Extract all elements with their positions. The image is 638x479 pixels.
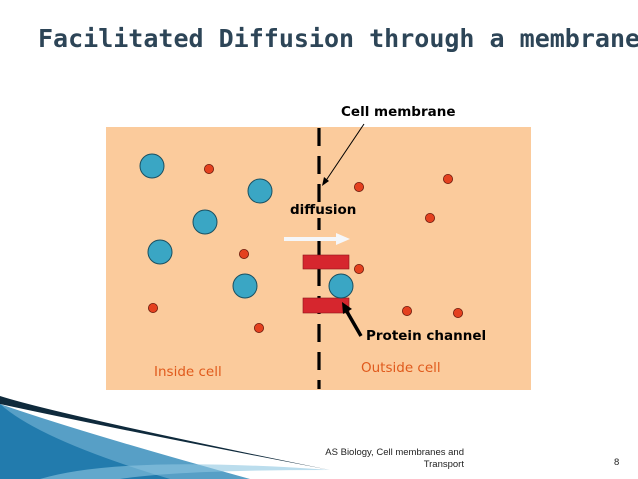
small-molecule xyxy=(353,263,364,274)
protein-channel-lower xyxy=(302,297,350,314)
large-molecule xyxy=(192,209,218,235)
diffusion-arrow-head xyxy=(336,233,350,245)
decorative-swoosh xyxy=(0,396,330,479)
protein-channel-label: Protein channel xyxy=(366,328,487,344)
small-molecule xyxy=(147,302,158,313)
page-number: 8 xyxy=(614,457,620,468)
protein-channel-pointer-line xyxy=(344,309,363,337)
small-molecule xyxy=(203,163,214,174)
protein-channel-pointer-arrowhead xyxy=(342,302,352,314)
large-molecule xyxy=(139,153,165,179)
small-molecule xyxy=(452,307,463,318)
small-molecule xyxy=(353,181,364,192)
small-molecule xyxy=(442,173,453,184)
small-molecule xyxy=(253,322,264,333)
slide-footer: AS Biology, Cell membranes and Transport xyxy=(290,447,464,471)
large-molecule xyxy=(247,178,273,204)
outside-cell-label: Outside cell xyxy=(361,360,441,376)
small-molecule xyxy=(238,248,249,259)
protein-channel-upper xyxy=(302,254,350,270)
large-molecule xyxy=(147,239,173,265)
slide-title-area: Facilitated Diffusion through a membrane xyxy=(0,0,638,80)
large-molecule xyxy=(232,273,258,299)
diffusion-label: diffusion xyxy=(289,202,358,218)
cell-membrane-label: Cell membrane xyxy=(341,104,456,120)
footer-line-2: Transport xyxy=(423,459,464,470)
slide-title: Facilitated Diffusion through a membrane xyxy=(38,24,638,53)
large-molecules xyxy=(139,153,354,299)
inside-cell-label: Inside cell xyxy=(154,364,222,380)
small-molecule xyxy=(424,212,435,223)
membrane-pointer-arrowhead xyxy=(322,177,329,186)
footer-line-1: AS Biology, Cell membranes and xyxy=(325,447,464,458)
membrane-pointer-line xyxy=(324,123,365,183)
large-molecule-in-channel xyxy=(328,273,354,299)
small-molecule xyxy=(401,305,412,316)
small-molecules xyxy=(147,163,463,333)
